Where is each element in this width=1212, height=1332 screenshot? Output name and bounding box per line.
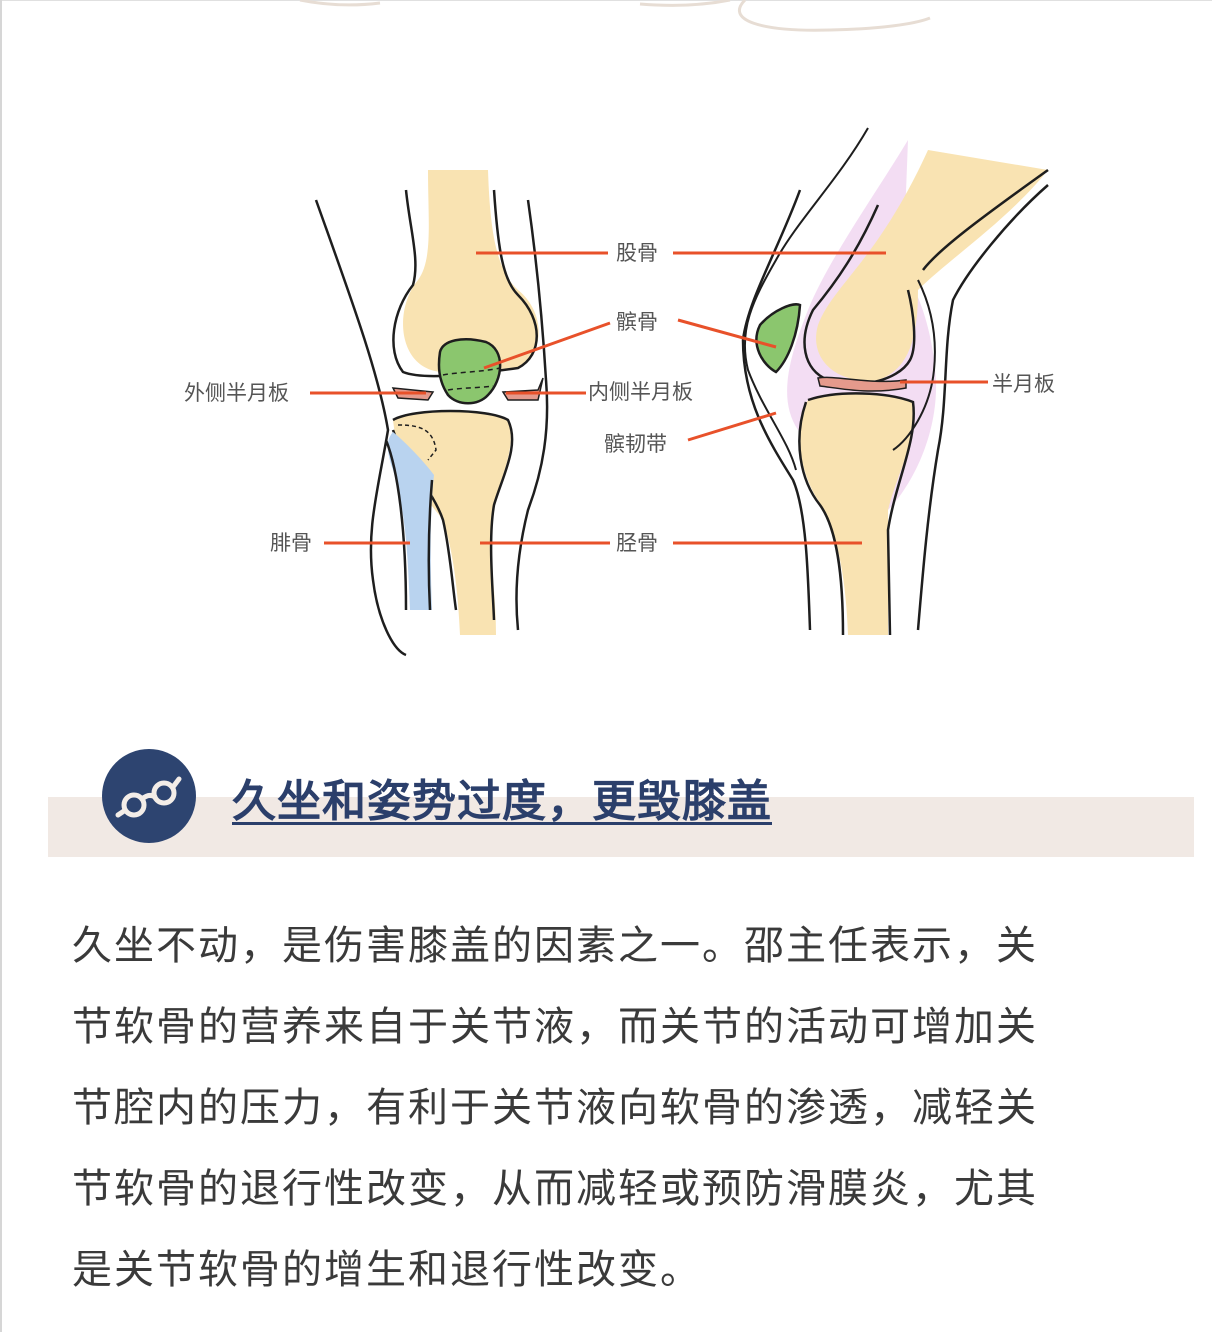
article-body: 久坐不动，是伤害膝盖的因素之一。邵主任表示，关 节软骨的营养来自于关节液，而关节…: [72, 906, 1172, 1311]
knee-anatomy-figure: 股骨 髌骨 外侧半月板 内侧半月板 髌韧带 半月板 腓骨 胫骨: [48, 110, 1168, 690]
side-view-knee: [741, 127, 1049, 636]
label-fibula: 腓骨: [270, 531, 312, 555]
knee-diagram: [310, 127, 1049, 657]
left-border: [0, 0, 2, 1332]
label-medial-meniscus: 内侧半月板: [588, 380, 693, 404]
article-line: 是关节软骨的增生和退行性改变。: [72, 1247, 702, 1293]
leader-lines: [310, 251, 988, 545]
glasses-icon: [115, 776, 182, 818]
article-line: 节腔内的压力，有利于关节液向软骨的渗透，减轻关: [72, 1085, 1038, 1131]
label-tibia: 胫骨: [616, 531, 658, 555]
label-femur: 股骨: [616, 241, 658, 265]
article-line: 节软骨的退行性改变，从而减轻或预防滑膜炎，尤其: [72, 1166, 1038, 1212]
section-header-band: [48, 797, 1194, 857]
section-icon-badge: [102, 749, 196, 843]
top-border: [0, 0, 1212, 1]
section-title: 久坐和姿势过度，更毁膝盖: [232, 776, 772, 827]
label-patellar-ligament: 髌韧带: [604, 432, 667, 456]
article-line: 节软骨的营养来自于关节液，而关节的活动可增加关: [72, 1004, 1038, 1050]
article-line: 久坐不动，是伤害膝盖的因素之一。邵主任表示，关: [72, 923, 1038, 969]
label-lateral-meniscus: 外侧半月板: [184, 381, 289, 405]
label-patella: 髌骨: [616, 310, 658, 334]
front-view-knee: [314, 170, 549, 657]
label-meniscus: 半月板: [992, 372, 1055, 396]
decorative-swirl: [299, 0, 931, 32]
